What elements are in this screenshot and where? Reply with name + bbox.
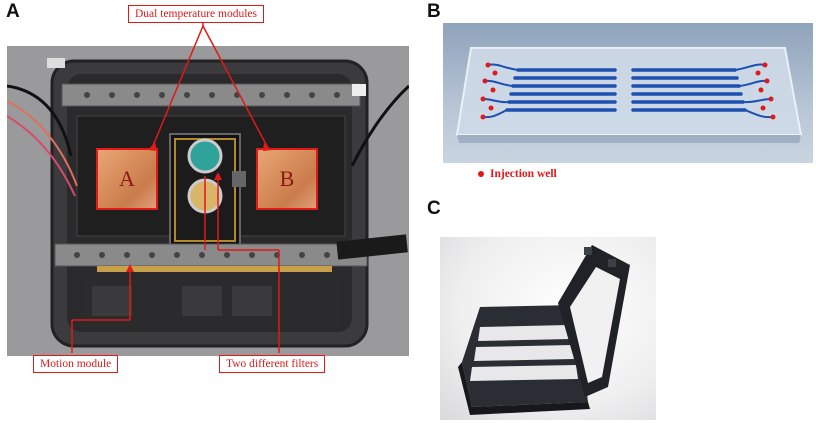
panel-c-label: C (427, 198, 441, 219)
motion-module-callout: Motion module (33, 355, 119, 373)
chip-drawing (455, 47, 803, 143)
microfluidic-chip-photo (443, 23, 813, 163)
injection-well-legend: Injection well (478, 168, 557, 180)
temperature-module-a: A (96, 148, 158, 210)
injection-well-dot-icon (478, 171, 484, 178)
holder-drawing (458, 245, 630, 415)
dual-temperature-callout: Dual temperature modules (128, 5, 264, 23)
instrument-photo: A B (7, 46, 409, 356)
injection-well-label: Injection well (490, 168, 557, 180)
temperature-module-b: B (256, 148, 318, 210)
chip-holder-photo (440, 237, 656, 420)
panel-b-label: B (427, 1, 441, 22)
two-filters-callout: Two different filters (219, 355, 326, 373)
panel-a-label: A (6, 1, 20, 22)
